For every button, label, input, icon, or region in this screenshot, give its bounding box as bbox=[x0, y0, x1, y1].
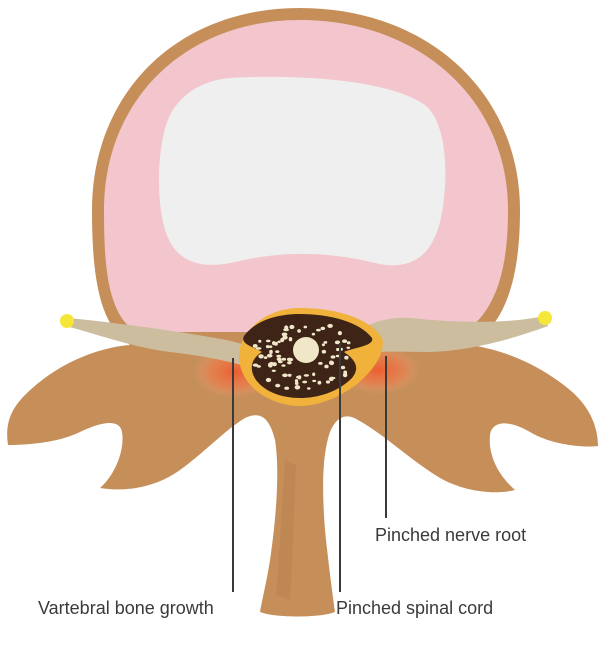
cord-fiber-dot bbox=[334, 340, 341, 345]
spinal-cord-fibers bbox=[252, 323, 351, 390]
cord-fiber-dot bbox=[282, 373, 288, 378]
cord-fiber-dot bbox=[275, 350, 280, 353]
cord-fiber-dot bbox=[346, 341, 351, 345]
cord-fiber-dot bbox=[284, 325, 289, 330]
cord-fiber-dot bbox=[284, 386, 290, 390]
cord-fiber-dot bbox=[276, 354, 282, 358]
cord-fiber-dot bbox=[330, 355, 336, 359]
cord-fiber-dot bbox=[269, 349, 273, 354]
cord-fiber-dot bbox=[266, 353, 273, 358]
cord-fiber-dot bbox=[337, 331, 342, 336]
cord-fiber-dot bbox=[311, 332, 316, 336]
cord-fiber-dot bbox=[323, 341, 328, 344]
cord-fiber-dot bbox=[336, 347, 340, 352]
cord-fiber-dot bbox=[265, 377, 272, 383]
cord-fiber-dot bbox=[344, 355, 349, 360]
cord-fiber-dot bbox=[342, 339, 348, 344]
cord-fiber-dot bbox=[252, 344, 258, 348]
cord-fiber-dot bbox=[307, 387, 311, 390]
cord-fiber-dot bbox=[329, 360, 334, 365]
cord-fiber-dot bbox=[268, 345, 273, 349]
cord-fiber-dot bbox=[287, 357, 294, 362]
cord-fiber-dot bbox=[294, 385, 301, 390]
nerve-tip-right bbox=[538, 311, 552, 325]
cord-fiber-dot bbox=[272, 362, 277, 367]
nucleus-core bbox=[158, 76, 446, 266]
spinous-process-shadow bbox=[276, 460, 296, 600]
cord-fiber-dot bbox=[281, 332, 288, 337]
nerve-tip-left bbox=[60, 314, 74, 328]
vertebral-arch-bone bbox=[7, 345, 598, 617]
cord-fiber-dot bbox=[316, 328, 321, 332]
cord-fiber-dot bbox=[312, 372, 316, 377]
cord-fiber-dot bbox=[335, 354, 341, 358]
nerve-root-right bbox=[345, 316, 548, 356]
cord-fiber-dot bbox=[324, 364, 329, 369]
cord-fiber-dot bbox=[342, 373, 348, 378]
cord-fiber-dot bbox=[303, 374, 310, 377]
cord-fiber-dot bbox=[272, 341, 276, 346]
cord-fiber-dot bbox=[281, 364, 286, 367]
cord-fiber-dot bbox=[296, 375, 301, 379]
cord-fiber-dot bbox=[303, 325, 308, 329]
cord-fiber-dot bbox=[258, 354, 264, 359]
cord-fiber-dot bbox=[312, 379, 317, 383]
cord-fiber-dot bbox=[321, 349, 327, 354]
cord-fiber-dot bbox=[321, 343, 325, 347]
cord-fiber-dot bbox=[281, 357, 287, 361]
cord-fiber-dot bbox=[265, 339, 271, 343]
cord-fiber-dot bbox=[265, 345, 270, 349]
cord-fiber-dot bbox=[287, 373, 292, 377]
cord-fiber-dot bbox=[287, 361, 292, 365]
cord-fiber-dot bbox=[255, 347, 262, 350]
cord-fiber-dot bbox=[302, 380, 308, 384]
cord-fiber-dot bbox=[276, 357, 282, 361]
label-pinched-nerve-root: Pinched nerve root bbox=[375, 525, 526, 545]
cord-fiber-dot bbox=[320, 326, 326, 331]
cord-fiber-dot bbox=[275, 383, 281, 388]
cord-fiber-dot bbox=[289, 324, 295, 330]
cord-fiber-dot bbox=[297, 329, 301, 333]
cord-fiber-dot bbox=[280, 337, 285, 343]
cord-fiber-dot bbox=[271, 369, 276, 372]
cord-fiber-dot bbox=[328, 376, 334, 382]
cord-fiber-dot bbox=[317, 380, 322, 385]
spinal-cord-center bbox=[293, 337, 319, 363]
label-pinched-spinal-cord: Pinched spinal cord bbox=[336, 598, 493, 618]
cord-fiber-dot bbox=[327, 323, 333, 328]
cord-fiber-dot bbox=[340, 365, 346, 370]
cord-fiber-dot bbox=[294, 381, 299, 386]
cord-fiber-dot bbox=[288, 337, 293, 342]
cord-fiber-dot bbox=[263, 356, 268, 359]
cord-fiber-dot bbox=[258, 339, 262, 343]
cord-fiber-dot bbox=[318, 361, 323, 365]
cord-fiber-dot bbox=[346, 346, 351, 349]
cord-fiber-dot bbox=[277, 340, 281, 344]
cord-fiber-dot bbox=[256, 365, 261, 368]
cord-fiber-dot bbox=[325, 380, 331, 384]
label-vertebral-bone-growth: Vartebral bone growth bbox=[38, 598, 214, 618]
nerve-root-left bbox=[66, 318, 262, 370]
cord-fiber-dot bbox=[277, 360, 283, 364]
